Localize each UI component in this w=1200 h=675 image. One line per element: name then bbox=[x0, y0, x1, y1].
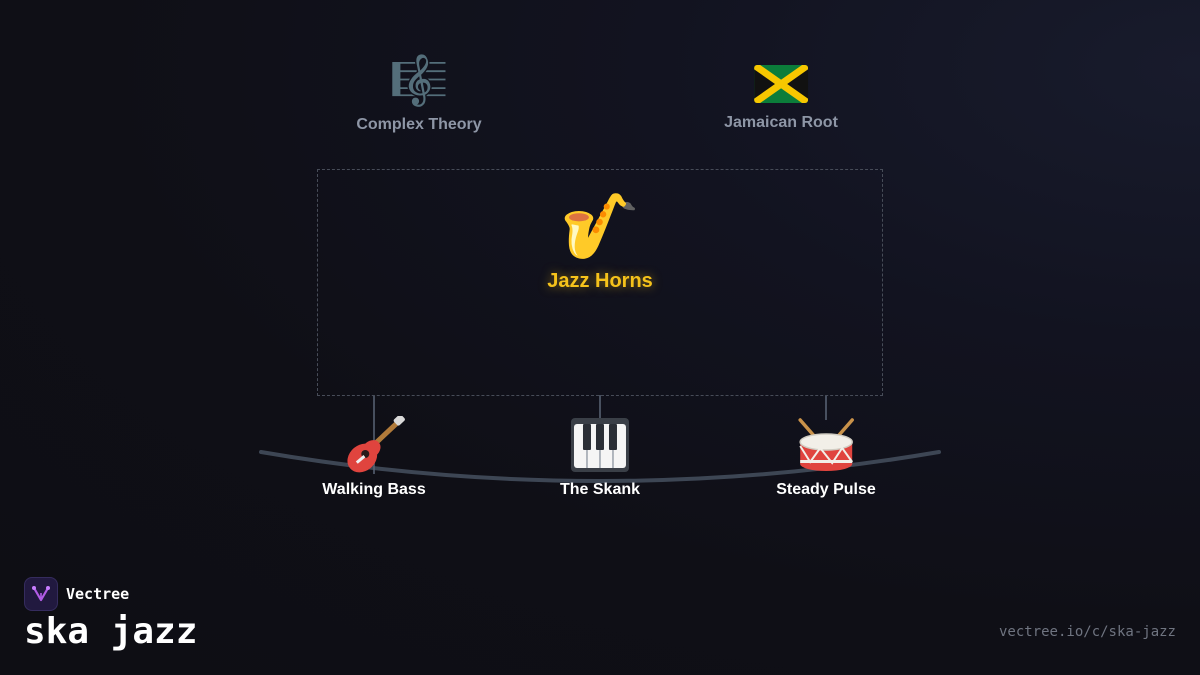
node-complex-theory: 🎼 Complex Theory bbox=[356, 58, 481, 134]
node-label: Jamaican Root bbox=[724, 114, 838, 131]
node-label: Jazz Horns bbox=[547, 270, 653, 292]
center-group-box bbox=[317, 169, 883, 396]
node-label: Steady Pulse bbox=[776, 481, 876, 498]
vectree-logo-icon bbox=[24, 577, 58, 611]
node-jazz-horns: 🎷 Jazz Horns bbox=[547, 194, 653, 293]
music-score-icon: 🎼 bbox=[389, 55, 449, 108]
guitar-icon bbox=[342, 414, 406, 474]
saxophone-icon: 🎷 bbox=[560, 190, 640, 262]
node-jamaican-root: Jamaican Root bbox=[724, 58, 838, 132]
page-title: ska jazz bbox=[24, 611, 198, 652]
node-walking-bass: Walking Bass bbox=[322, 414, 426, 499]
piano-keys-icon bbox=[568, 416, 632, 474]
node-the-skank: The Skank bbox=[560, 416, 640, 499]
node-label: The Skank bbox=[559, 481, 641, 498]
jamaica-flag-icon bbox=[754, 65, 808, 103]
drum-icon bbox=[794, 416, 858, 474]
node-label: Walking Bass bbox=[322, 481, 426, 498]
brand-name: Vectree bbox=[66, 585, 130, 603]
brand: Vectree bbox=[24, 577, 129, 611]
page-url: vectree.io/c/ska-jazz bbox=[998, 624, 1176, 640]
node-label: Complex Theory bbox=[356, 116, 482, 133]
node-steady-pulse: Steady Pulse bbox=[776, 416, 876, 499]
